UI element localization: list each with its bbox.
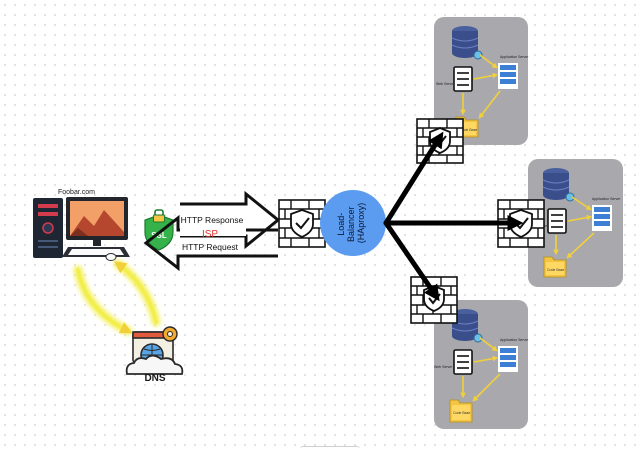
code-base-label: Code Base	[460, 128, 477, 132]
client-domain-label: Foobar.com	[58, 189, 95, 196]
dns-lookup-arrows	[73, 259, 161, 336]
client-computer-icon	[33, 197, 130, 261]
panel-flow-arrows	[460, 337, 501, 402]
load-balancer-label-line-2: Balancer	[346, 206, 356, 242]
app-server-label: Application Server	[592, 197, 621, 201]
code-base-folder-icon	[449, 399, 473, 423]
server-panel-1: Web Server Application Server Code Base	[434, 17, 529, 145]
gear-icon	[473, 50, 483, 60]
gear-icon	[473, 333, 483, 343]
panel-flow-arrows	[460, 54, 501, 119]
app-server-icon	[592, 205, 612, 231]
app-server-icon	[498, 63, 518, 89]
database-icon	[451, 26, 479, 58]
code-base-label: Code Base	[453, 411, 470, 415]
web-server-icon	[453, 66, 473, 92]
http-response-label: HTTP Response	[181, 215, 244, 225]
database-icon	[451, 309, 479, 341]
http-request-arrow	[143, 214, 278, 272]
app-server-label: Application Server	[500, 338, 529, 342]
server-panel-2: Web Server Application Server Code Base	[528, 159, 623, 287]
load-balancer-label: Load- Balancer (HAproxy)	[336, 203, 366, 244]
firewall-icon-panel-3	[410, 276, 458, 324]
web-server-icon	[453, 349, 473, 375]
firewall-icon-main	[278, 199, 326, 248]
load-distribution-arrows	[383, 131, 524, 302]
web-server-label: Web Server	[436, 82, 455, 86]
web-server-icon	[547, 208, 567, 234]
code-base-label: Code Base	[547, 268, 564, 272]
code-base-folder-icon	[543, 256, 567, 278]
app-server-label: Application Server	[500, 55, 529, 59]
app-server-icon	[498, 346, 518, 372]
load-balancer-node	[320, 190, 386, 256]
arrow-to-server-1	[383, 131, 444, 226]
server-panel-3: Web Server Application Server Code Base	[434, 300, 529, 429]
database-icon	[542, 168, 570, 200]
http-request-label: HTTP Request	[182, 242, 239, 252]
gear-icon	[565, 192, 575, 202]
page-tab-indicator	[300, 446, 360, 451]
load-balancer-label-line-3: (HAproxy)	[356, 203, 366, 244]
isp-label: ISP	[202, 229, 218, 240]
load-balancer-label-line-1: Load-	[336, 213, 346, 236]
dns-server-icon	[125, 326, 184, 375]
ssl-label: SSL	[151, 231, 167, 240]
arrow-to-server-3	[383, 220, 440, 302]
panel-flow-arrows	[553, 196, 595, 259]
dns-label: DNS	[144, 373, 165, 384]
web-server-label: Web Server	[434, 365, 453, 369]
